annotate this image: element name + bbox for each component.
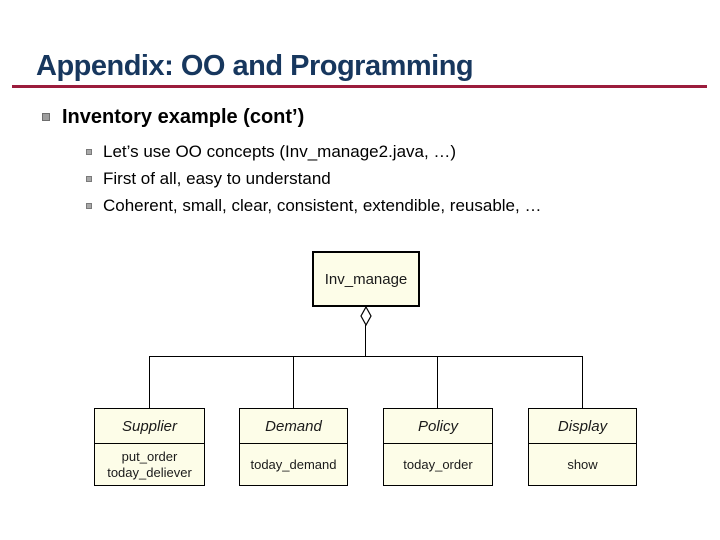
- class-name-label: Supplier: [95, 409, 204, 444]
- bullet-square-icon: [86, 149, 92, 155]
- class-methods: show: [529, 444, 636, 485]
- connector-line-drop-demand: [293, 356, 294, 408]
- method-label: today_deliever: [107, 464, 192, 480]
- bullet-level2-item: First of all, easy to understand: [86, 169, 331, 189]
- bullet-level1-text: Inventory example (cont’): [62, 106, 305, 128]
- bullet-level1: Inventory example (cont’): [42, 106, 304, 129]
- connector-line-horizontal: [149, 356, 583, 357]
- class-name-label: Policy: [384, 409, 492, 444]
- connector-line-vertical-root: [365, 325, 366, 356]
- class-name-label: Demand: [240, 409, 347, 444]
- bullet-level2-text: First of all, easy to understand: [103, 169, 331, 188]
- class-box-demand: Demand today_demand: [239, 408, 348, 486]
- bullet-level2-text: Let’s use OO concepts (Inv_manage2.java,…: [103, 142, 457, 161]
- class-box-display: Display show: [528, 408, 637, 486]
- connector-line-drop-supplier: [149, 356, 150, 408]
- method-label: today_demand: [250, 456, 337, 472]
- connector-line-drop-display: [582, 356, 583, 408]
- bullet-level2-text: Coherent, small, clear, consistent, exte…: [103, 196, 542, 215]
- class-box-policy: Policy today_order: [383, 408, 493, 486]
- method-label: put_order: [121, 448, 178, 464]
- class-methods: today_order: [384, 444, 492, 485]
- bullet-square-icon: [42, 113, 50, 121]
- bullet-square-icon: [86, 176, 92, 182]
- class-methods: put_order today_deliever: [95, 444, 204, 485]
- class-methods: today_demand: [240, 444, 347, 485]
- method-label: show: [567, 456, 598, 472]
- title-underline: [12, 85, 707, 88]
- method-label: today_order: [403, 456, 473, 472]
- bullet-square-icon: [86, 203, 92, 209]
- connector-line-drop-policy: [437, 356, 438, 408]
- slide-title: Appendix: OO and Programming: [36, 50, 474, 82]
- class-box-inv-manage: Inv_manage: [312, 251, 420, 307]
- class-name-label: Inv_manage: [324, 270, 408, 288]
- class-box-supplier: Supplier put_order today_deliever: [94, 408, 205, 486]
- class-name-label: Display: [529, 409, 636, 444]
- bullet-level2-item: Coherent, small, clear, consistent, exte…: [86, 196, 541, 216]
- bullet-level2-item: Let’s use OO concepts (Inv_manage2.java,…: [86, 142, 456, 162]
- aggregation-diamond-icon: [360, 306, 372, 326]
